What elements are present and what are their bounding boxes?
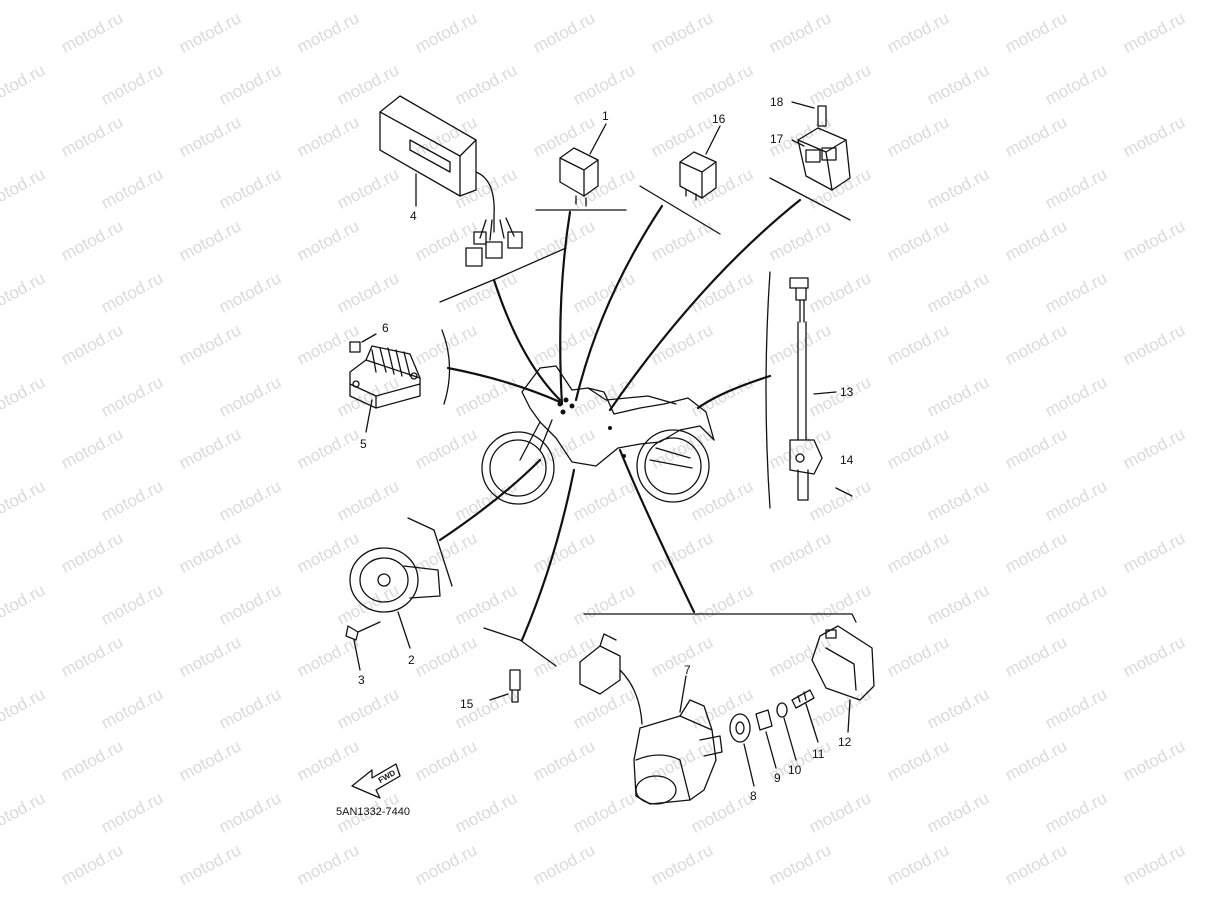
fwd-arrow-icon (351, 763, 401, 799)
small-parts (729, 689, 819, 787)
group-brackets (407, 177, 857, 667)
motorcycle-outline (481, 365, 715, 505)
cover-part (811, 625, 875, 733)
callout-13: 13 (840, 385, 854, 399)
callout-11: 11 (812, 747, 825, 761)
starter-relay-part (791, 101, 851, 191)
callout-6: 6 (382, 321, 389, 335)
callout-12: 12 (838, 735, 852, 749)
callout-3: 3 (358, 673, 365, 687)
mount-points (557, 397, 626, 458)
callout-2: 2 (408, 653, 415, 667)
cdi-unit-part (379, 95, 523, 267)
callout-18: 18 (770, 95, 784, 109)
horn-part (345, 547, 441, 671)
callout-15: 15 (460, 697, 474, 711)
rectifier-regulator-part (349, 333, 421, 433)
callout-17: 17 (770, 132, 784, 146)
relay-part (559, 123, 607, 207)
callout-1: 1 (602, 109, 609, 123)
callout-4: 4 (410, 209, 417, 223)
callout-9: 9 (774, 771, 781, 785)
sensor-part (489, 669, 521, 703)
part-code: 5AN1332-7440 (336, 806, 411, 818)
callout-14: 14 (840, 453, 854, 467)
callout-7: 7 (684, 663, 691, 677)
speed-sensor-assembly-part (579, 633, 723, 805)
callout-10: 10 (788, 763, 802, 777)
sidestand-switch-part (789, 277, 853, 501)
callout-5: 5 (360, 437, 367, 451)
leader-lines (438, 198, 802, 642)
relay-part (679, 125, 721, 201)
callout-16: 16 (712, 112, 726, 126)
callout-8: 8 (750, 789, 757, 803)
